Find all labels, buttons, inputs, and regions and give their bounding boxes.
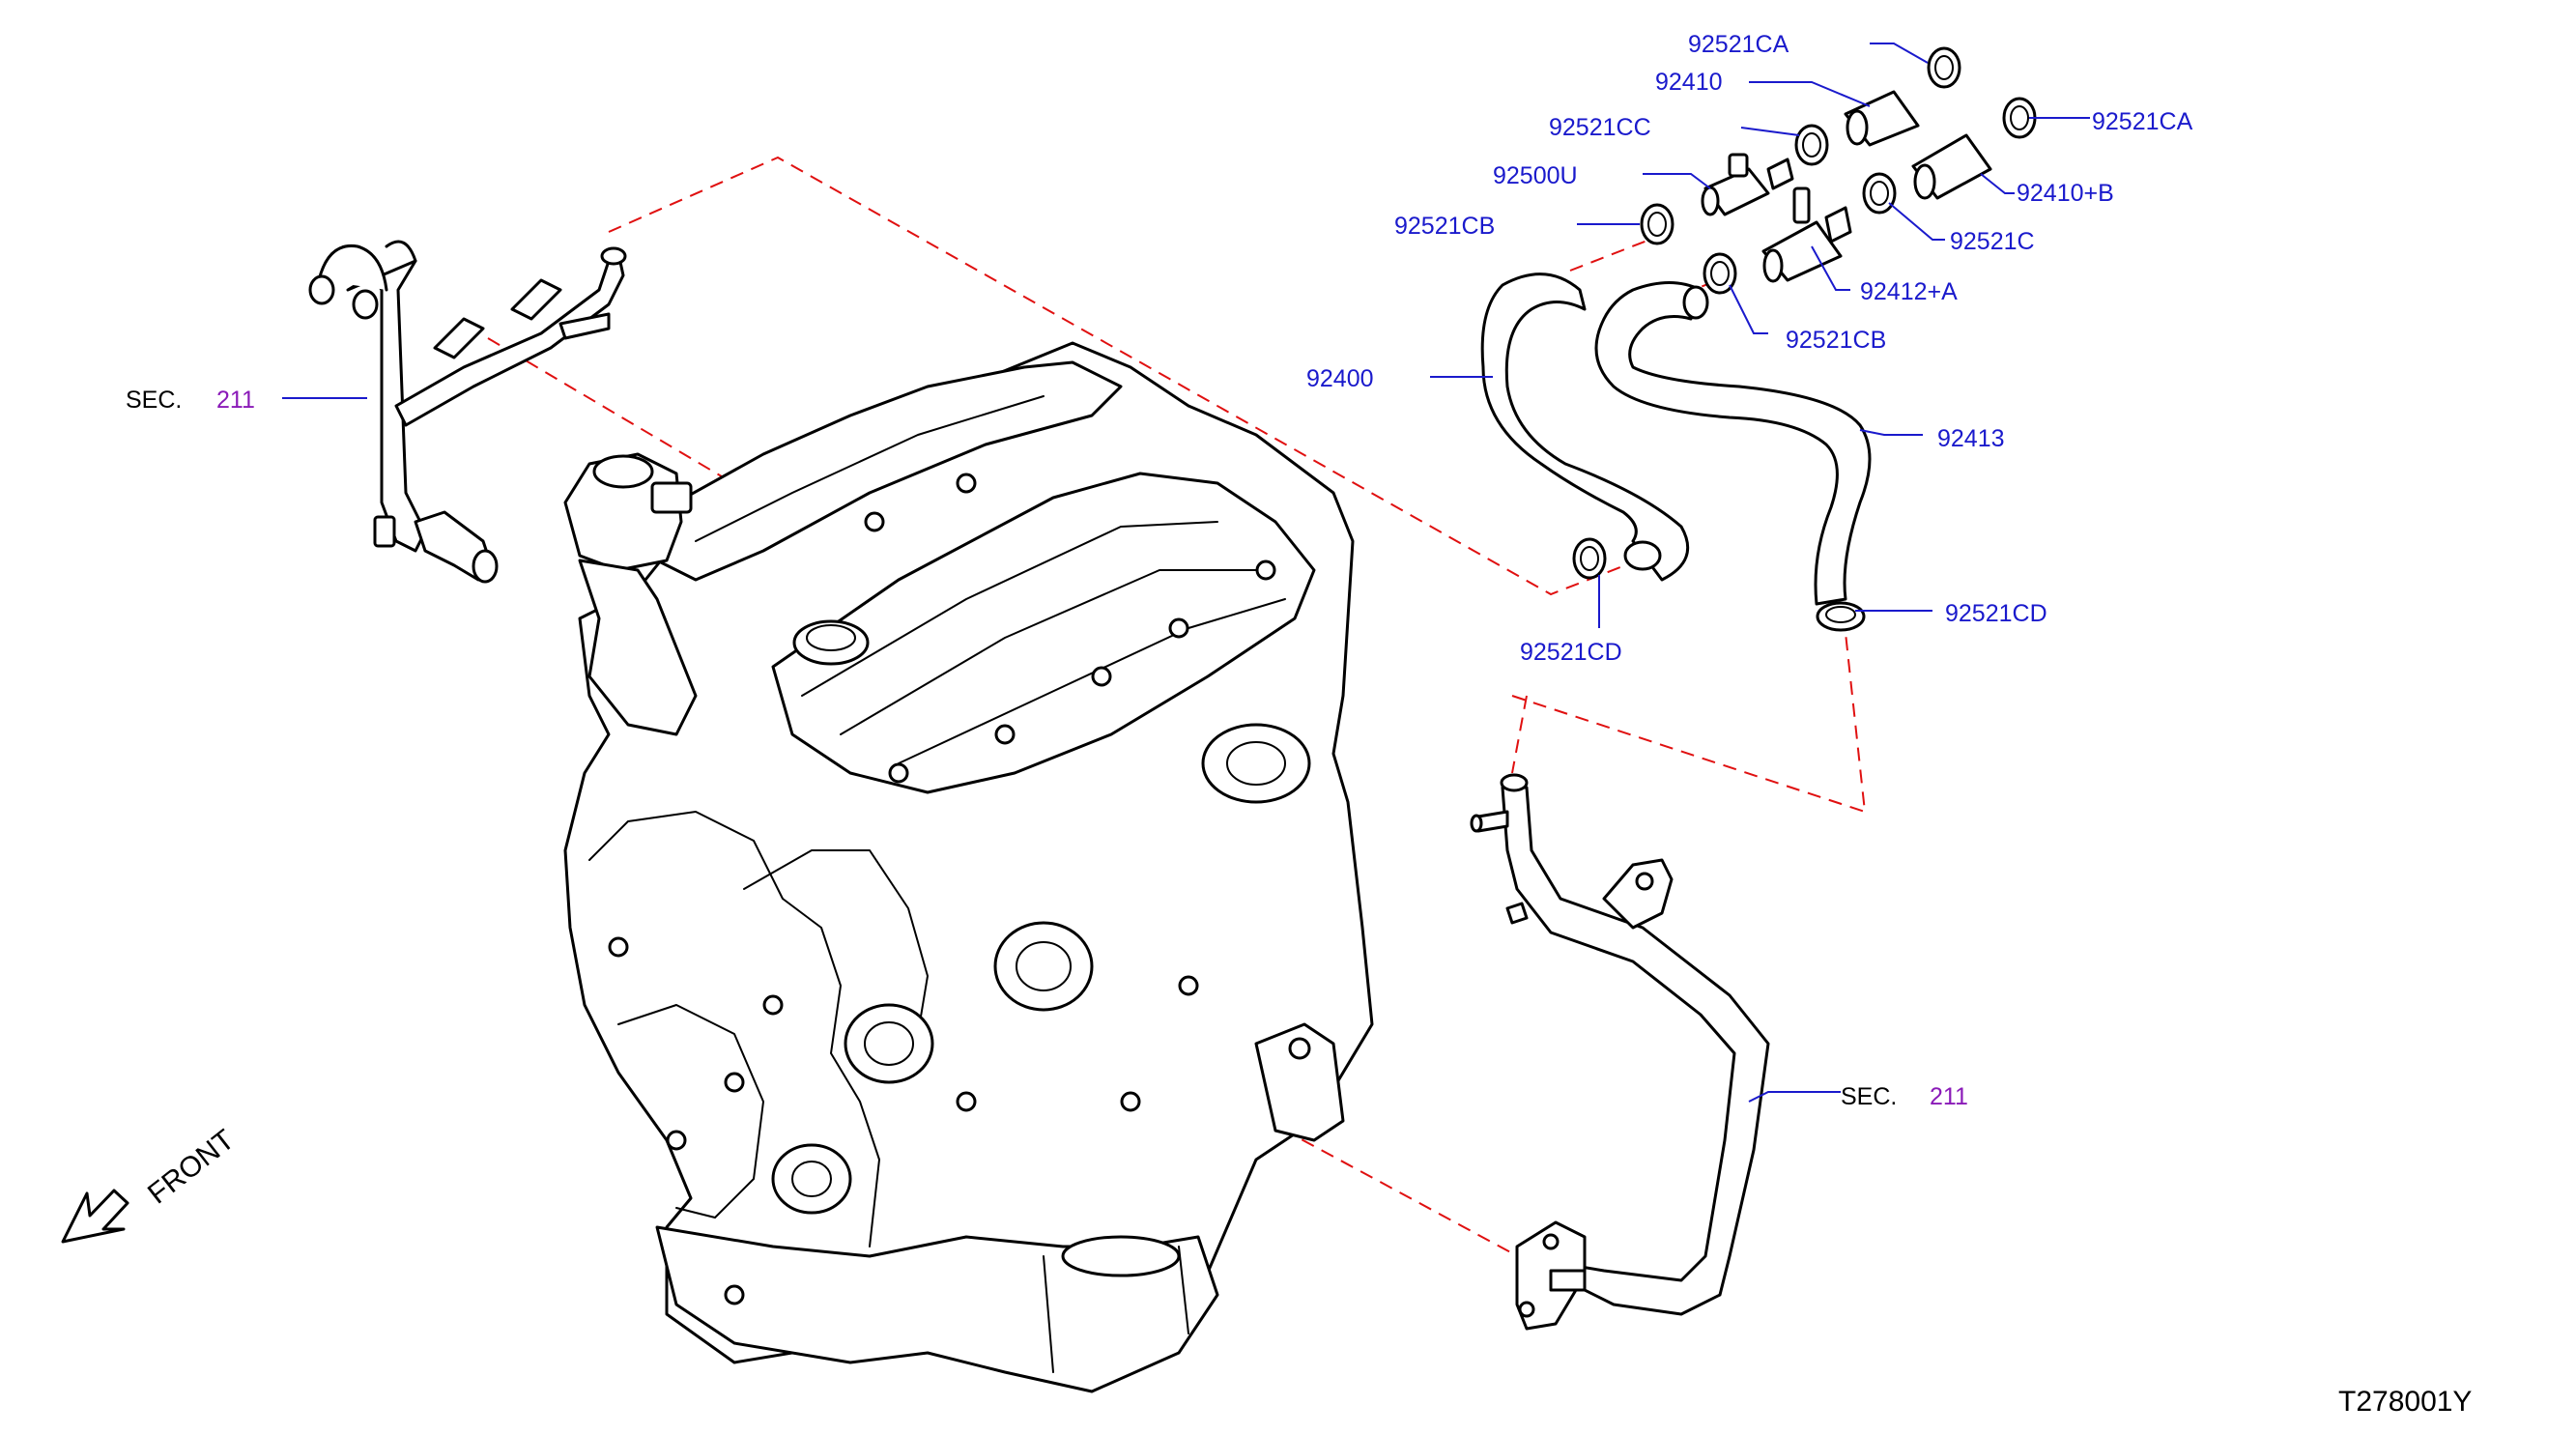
diagram-code: T278001Y	[2338, 1386, 2472, 1418]
label-92521C: 92521C	[1950, 228, 2035, 255]
front-label: FRONT	[142, 1124, 241, 1211]
label-92500U: 92500U	[1493, 162, 1578, 189]
hose-92413	[1594, 281, 1872, 606]
part-labels: 92521CA 92410 92521CC 92521CA 92500U 924…	[1306, 31, 2193, 666]
label-92410B: 92410+B	[2017, 180, 2114, 207]
sec-prefix-upper: SEC.	[126, 387, 182, 414]
section-references: SEC. 211 SEC. 211	[126, 387, 1968, 1110]
lower-water-pipe	[1470, 773, 1770, 1331]
leader-lines	[282, 43, 2090, 1103]
label-92521CA-top: 92521CA	[1688, 31, 1789, 58]
label-92400: 92400	[1306, 365, 1374, 392]
label-92521CC: 92521CC	[1549, 114, 1651, 141]
sec-number-upper[interactable]: 211	[216, 387, 255, 414]
engine-assembly	[563, 341, 1374, 1393]
label-92521CB-left: 92521CB	[1394, 213, 1495, 240]
label-92413: 92413	[1937, 425, 2005, 452]
small-parts	[1572, 46, 2037, 632]
hose-92400	[1480, 272, 1690, 582]
front-arrow-icon	[61, 1189, 129, 1244]
label-92521CA-right: 92521CA	[2092, 108, 2193, 135]
label-92521CB-right: 92521CB	[1786, 327, 1886, 354]
label-92412A: 92412+A	[1860, 278, 1958, 305]
label-92410: 92410	[1655, 69, 1723, 96]
upper-water-pipe	[308, 240, 627, 584]
sec-prefix-lower: SEC.	[1841, 1083, 1897, 1110]
sec-number-lower[interactable]: 211	[1930, 1083, 1968, 1110]
front-indicator: FRONT	[61, 1124, 241, 1244]
label-92521CD-left: 92521CD	[1520, 639, 1622, 666]
label-92521CD-right: 92521CD	[1945, 600, 2047, 627]
